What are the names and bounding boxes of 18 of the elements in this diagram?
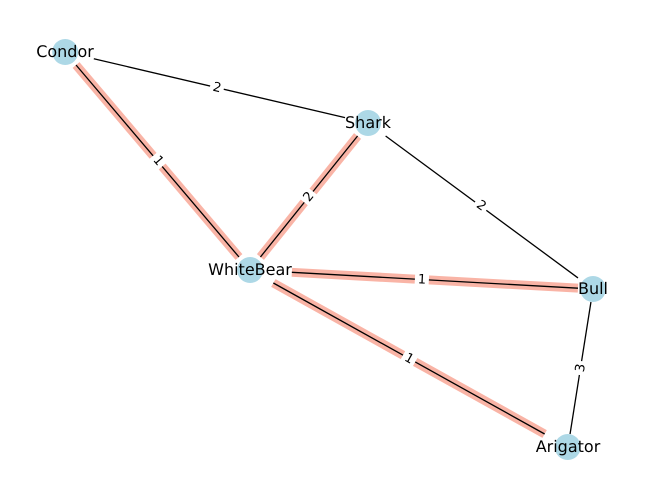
edge-label: 1	[414, 272, 430, 288]
highlighted-connector	[72, 62, 242, 260]
connector-line	[569, 302, 592, 434]
highlighted-connector	[292, 268, 578, 293]
connector-line	[94, 58, 346, 118]
node-label: Condor	[36, 44, 94, 60]
highlighted-connector	[256, 133, 362, 260]
highlighted-connector	[271, 279, 547, 438]
graph-node	[36, 39, 94, 65]
node-label: Shark	[345, 115, 391, 131]
graph-node	[345, 110, 391, 136]
graph-node	[536, 434, 600, 460]
node-label: WhiteBear	[208, 262, 292, 278]
node-label: Arigator	[536, 439, 600, 455]
node-label: Bull	[578, 281, 608, 297]
connector-line	[385, 135, 578, 278]
graph-node	[208, 257, 292, 283]
graph-node	[578, 276, 608, 302]
